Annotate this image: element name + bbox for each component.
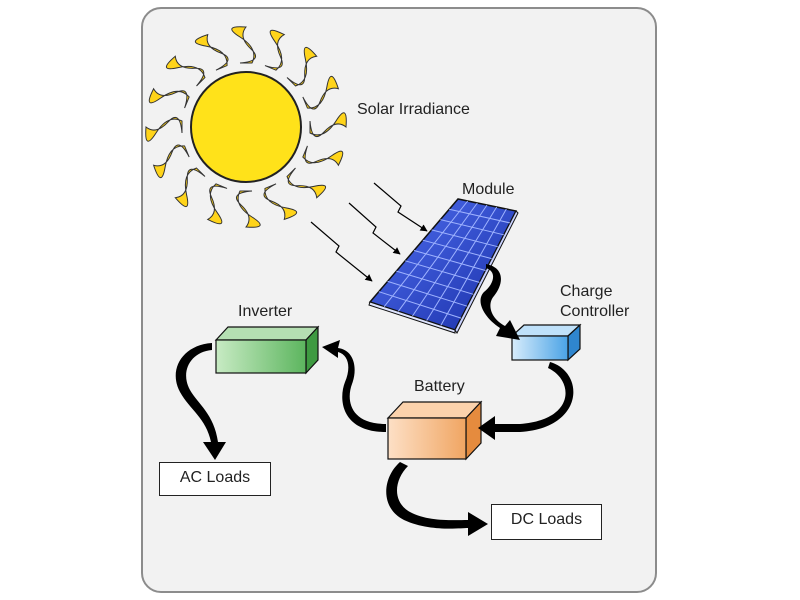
battery-box — [386, 400, 483, 461]
dc-loads-box: DC Loads — [491, 504, 602, 540]
panel-cell-line — [422, 239, 492, 260]
panel-cell-line — [440, 219, 504, 236]
panel-cell-line — [431, 229, 498, 248]
sun-ray — [286, 46, 318, 87]
battery-label: Battery — [414, 378, 465, 395]
panel-cell-line — [387, 280, 468, 307]
sun-ray — [165, 55, 206, 87]
arrow-battery-to-inverter — [322, 340, 386, 432]
sun-ray — [302, 75, 340, 110]
ac-loads-box: AC Loads — [159, 462, 271, 496]
sun-ray — [145, 116, 183, 142]
sun-ray — [263, 183, 298, 221]
sun-ray — [286, 167, 327, 199]
charge-controller-label-line2: Controller — [560, 303, 630, 320]
sun-ray — [264, 29, 286, 71]
inverter-label: Inverter — [238, 303, 293, 320]
solar-module-panel — [368, 198, 519, 334]
sun-ray — [235, 190, 261, 228]
sun-ray — [174, 167, 206, 208]
arrow-module-to-controller — [480, 264, 520, 340]
sun-ray — [206, 183, 228, 225]
irradiance-arrows — [310, 182, 428, 282]
panel-cell-line — [413, 250, 486, 271]
module-label: Module — [462, 181, 515, 198]
sun-ray — [152, 144, 190, 179]
solar-irradiance-label: Solar Irradiance — [357, 101, 470, 118]
sun-ray — [194, 33, 229, 71]
sun-rays — [145, 26, 347, 228]
sun-ray — [302, 145, 344, 167]
arrow-inverter-to-ac — [175, 343, 226, 460]
arrow-controller-to-battery — [478, 362, 574, 440]
sun-ray — [231, 26, 257, 64]
sun-ray — [148, 87, 190, 109]
charge-controller-box — [510, 323, 582, 362]
panel-cell-line — [378, 291, 462, 319]
panel-cell-line — [449, 208, 511, 224]
inverter-box — [214, 325, 320, 375]
panel-cell-line — [405, 260, 480, 283]
panel-cell-line — [396, 270, 474, 295]
sun-icon — [190, 71, 302, 183]
arrow-battery-to-dc — [386, 462, 488, 536]
charge-controller-label-line1: Charge — [560, 283, 613, 300]
sun-ray — [309, 112, 347, 138]
